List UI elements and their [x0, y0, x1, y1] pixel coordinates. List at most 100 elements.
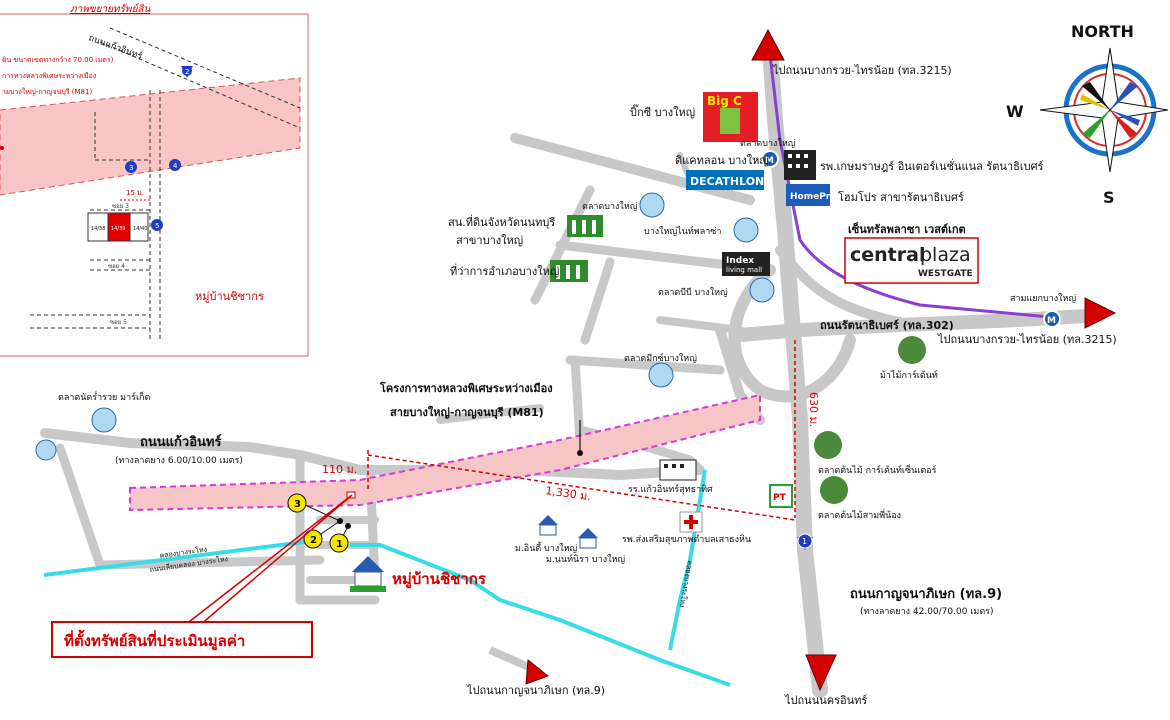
purple-mrt-line [768, 54, 1061, 320]
svg-text:3: 3 [294, 499, 301, 510]
svg-text:5: 5 [155, 222, 159, 230]
inset-soi-4: ซอย 4 [108, 263, 125, 270]
label-kaeo-in: ถนนแก้วอินทร์ [140, 434, 221, 450]
index-living-mall-logo: Index living mall [722, 252, 770, 276]
label-night-plaza: บางใหญ่ไนท์พลาซ่า [644, 225, 721, 237]
label-central-westgate: เซ็นทรัลพลาซา เวสต์เกต [848, 222, 966, 236]
arrow-east [1084, 297, 1117, 329]
label-the-mall: ดิแคทลอน บางใหญ่ [675, 154, 769, 167]
label-village-indy: ม.อินดี้ บางใหญ่ [515, 541, 578, 554]
svg-text:2: 2 [185, 68, 189, 76]
label-village-nonnira: ม.นนท์นิรา บางใหญ่ [546, 553, 625, 565]
inset-soi-3: ซอย 3 [112, 203, 129, 210]
label-mix-market: ตลาดมีกซ์บางใหญ่ [624, 352, 697, 364]
inset-note-2: การทางหลวงพิเศษระหว่างเมือง [2, 72, 96, 80]
label-bangyai-market-top: ตลาดบางใหญ่ [740, 138, 796, 149]
svg-text:DECATHLON: DECATHLON [690, 175, 764, 188]
label-plant-market-1: ตลาดต้นไม้ การ์เด้นท์เซ็นเตอร์ [818, 463, 937, 476]
compass-west: W [1006, 102, 1024, 121]
svg-text:central: central [850, 244, 925, 266]
label-mrt-samyaek: สามแยกบางใหญ่ [1010, 293, 1076, 304]
inset-village-label: หมู่บ้านชิชากร [195, 290, 264, 303]
svg-text:3: 3 [129, 164, 133, 172]
label-project-1: โครงการทางหลวงพิเศษระหว่างเมือง [379, 381, 553, 395]
label-bb-market: ตลาดบีบี บางใหญ่ [658, 287, 728, 298]
label-khlong-market: ตลาดนัดร่ำรวย มาร์เก็ต [58, 390, 151, 403]
label-tree-market: ม้าไม้การ์เด้นท์ [880, 369, 938, 381]
mrt-station-icon: M [761, 150, 779, 168]
svg-text:1: 1 [802, 537, 807, 546]
distance-110: 110 ม. [322, 463, 357, 476]
label-to-kanchanaphisek-bottom: ไปถนนกาญจนาภิเษก (ทล.9) [466, 684, 605, 697]
arrow-north [751, 28, 785, 61]
label-district-office: ที่ว่าการอำเภอบางใหญ่ [450, 263, 559, 278]
inset-marker-4: 4 [169, 159, 181, 171]
label-hospital-kasemrad: รพ.เกษมราษฎร์ อินเตอร์เนชั่นแนล รัตนาธิเ… [820, 158, 1044, 173]
homepro-logo: HomePro [786, 184, 836, 206]
compass-rose: NORTH W S [1006, 22, 1169, 207]
market-icon-bb [749, 277, 775, 303]
school-building-icon [659, 459, 697, 481]
inset-distance: 15 ม. [126, 189, 144, 197]
compass-south: S [1103, 188, 1115, 207]
svg-text:ที่ตั้งทรัพย์สินที่ประเมินมูลค: ที่ตั้งทรัพย์สินที่ประเมินมูลค่า [64, 629, 245, 651]
central-westgate-logo: central plaza WESTGATE [844, 237, 979, 284]
compass-north: NORTH [1071, 22, 1134, 41]
label-rattanathibet: ถนนรัตนาธิเบศร์ (ทล.302) [820, 319, 954, 332]
property-location-callout: ที่ตั้งทรัพย์สินที่ประเมินมูลค่า [51, 621, 313, 658]
arrow-bottom [488, 646, 550, 685]
inset-soi-5: ซอย 5 [110, 319, 127, 326]
photo-marker-2: 2 [303, 529, 323, 549]
market-icon-bangyai [639, 192, 665, 218]
svg-text:plaza: plaza [920, 244, 971, 266]
label-land-office-2: สาขาบางใหญ่ [456, 234, 523, 247]
distance-1330: 1,330 ม. [545, 484, 592, 503]
decathlon-logo: DECATHLON [686, 170, 764, 190]
label-kanchanaphisek-width: (ทางลาดยาง 42.00/70.00 เมตร) [860, 607, 994, 617]
svg-text:2: 2 [310, 535, 317, 546]
inset-lot-b: 14/39 [111, 226, 125, 232]
svg-text:PT: PT [773, 493, 787, 503]
label-bigc: บิ๊กซี บางใหญ่ [630, 104, 695, 119]
district-office-icon [550, 260, 588, 282]
inset-lot-c: 14/40 [133, 226, 147, 232]
expressway-m81-band [129, 393, 761, 512]
svg-text:Big C: Big C [707, 94, 742, 108]
health-center-icon [679, 511, 703, 533]
label-land-office: สน.ที่ดินจังหวัดนนทบุรี [448, 214, 555, 229]
photo-marker-1: 1 [329, 533, 349, 553]
distance-630: 630 ม. [807, 392, 820, 427]
market-icon-left-edge [35, 439, 57, 461]
tree-icon-3 [820, 476, 848, 504]
inset-lot-a: 14/38 [91, 226, 105, 232]
tree-icon-1 [898, 336, 926, 364]
land-office-icon [567, 215, 603, 237]
svg-text:M: M [1047, 316, 1056, 326]
label-village-main: หมู่บ้านชิชากร [392, 570, 487, 589]
village-icon-indy [538, 515, 558, 536]
inset-note-3: ายบางใหญ่-กาญจนบุรี (M81) [2, 87, 92, 96]
label-to-bangkruai-right: ไปถนนบางกรวย-ไทรน้อย (ทล.3215) [937, 333, 1117, 346]
svg-text:HomePro: HomePro [790, 192, 836, 202]
village-main-icon [350, 556, 386, 592]
bigc-logo: Big C [703, 92, 758, 142]
label-plant-market-2: ตลาดต้นไม้สามพี่น้อง [818, 508, 901, 521]
inset-map: ภาพขยายทรัพย์สิน ถนนแก้วอินทร์ ซอย 3 ซอย… [0, 3, 309, 357]
inset-marker-2: 2 [181, 66, 193, 78]
village-icon-nonnira [578, 528, 598, 549]
label-homepro: โฮมโปร สาขารัตนาธิเบศร์ [838, 190, 964, 204]
svg-text:living mall: living mall [726, 266, 762, 274]
label-kanchanaphisek: ถนนกาญจนาภิเษก (ทล.9) [850, 587, 1002, 602]
svg-text:4: 4 [173, 162, 178, 170]
label-school: รร.แก้วอินทร์สุทธาทิศ [628, 483, 713, 495]
distance-lines [367, 340, 796, 521]
svg-text:M: M [765, 156, 774, 166]
inset-title: ภาพขยายทรัพย์สิน [70, 3, 151, 15]
inset-marker-5: 5 [151, 219, 163, 231]
arrow-south [805, 654, 837, 692]
market-icon-night [733, 217, 759, 243]
inset-subject-lot [107, 212, 131, 242]
label-canal-right: คลองบางระโหง [678, 560, 695, 609]
label-to-nonthaburi: ไปถนนนครอินทร์ [784, 694, 867, 707]
svg-text:WESTGATE: WESTGATE [918, 269, 973, 279]
